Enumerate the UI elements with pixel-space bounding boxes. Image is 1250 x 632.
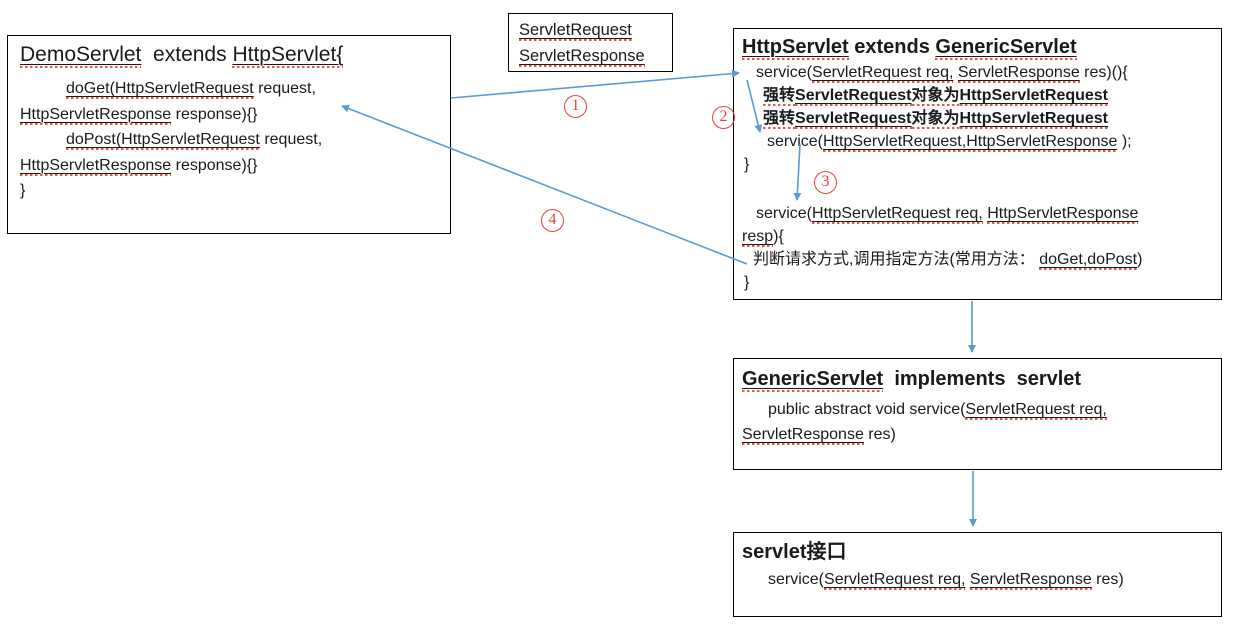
underlined-text: HttpServlet bbox=[742, 36, 849, 60]
text-line: resp){ bbox=[742, 225, 1213, 248]
underlined-text: HttpServletRequest req, bbox=[812, 205, 983, 224]
plain-text: service( bbox=[767, 133, 824, 150]
text-line: servlet接口 bbox=[742, 537, 1213, 567]
underlined-text: ServletRequest req, bbox=[824, 571, 966, 590]
text-line: service(HttpServletRequest,HttpServletRe… bbox=[742, 130, 1213, 153]
underlined-text: ServletResponse bbox=[957, 64, 1080, 83]
text-line: GenericServlet implements servlet bbox=[742, 365, 1213, 393]
text-line: DemoServlet extends HttpServlet{ bbox=[20, 40, 438, 70]
underlined-text: 强转 bbox=[763, 110, 796, 129]
text-line: public abstract void service(ServletRequ… bbox=[742, 397, 1213, 422]
text-line: HttpServlet extends GenericServlet bbox=[742, 33, 1213, 61]
plain-text: response){} bbox=[171, 105, 258, 123]
underlined-text: ServletRequest bbox=[519, 21, 632, 41]
text-line: 强转ServletRequest对象为HttpServletRequest bbox=[742, 84, 1213, 107]
underlined-text: ServletResponse bbox=[969, 571, 1092, 590]
underlined-text: DemoServlet bbox=[20, 43, 142, 68]
underlined-text: doGet(HttpServletRequest bbox=[66, 80, 254, 99]
text-line: } bbox=[742, 271, 1213, 294]
underlined-text: HttpServlet{ bbox=[232, 43, 344, 68]
plain-text: } bbox=[20, 182, 26, 199]
plain-text: extends bbox=[848, 36, 936, 58]
underlined-text: ServletRequest req, bbox=[965, 401, 1107, 420]
arrow-step1-demo-to-httpservlet bbox=[450, 69, 740, 99]
plain-text: implements servlet bbox=[883, 368, 1082, 390]
step-2-badge: 2 bbox=[712, 106, 735, 129]
underlined-text: HttpServletResponse bbox=[20, 156, 172, 176]
plain-text: request, bbox=[253, 80, 316, 97]
text-line: 强转ServletRequest对象为HttpServletRequest bbox=[742, 107, 1213, 130]
text-line: } bbox=[742, 153, 1213, 176]
text-line bbox=[742, 176, 1213, 202]
plain-text: service( bbox=[768, 571, 825, 588]
plain-text: 判断请求方式,调用指定方法(常用方法： bbox=[753, 251, 1035, 268]
plain-text: res)(){ bbox=[1079, 64, 1128, 81]
plain-text: ); bbox=[1117, 133, 1132, 150]
plain-text: public abstract void service( bbox=[768, 401, 966, 418]
underlined-text: 对象为 bbox=[911, 87, 960, 106]
genericservlet-class-box: GenericServlet implements servlet public … bbox=[733, 358, 1222, 470]
underlined-text: HttpServletRequest,HttpServletResponse bbox=[823, 133, 1118, 152]
plain-text: res) bbox=[1091, 571, 1124, 588]
plain-text: response){} bbox=[171, 156, 258, 174]
plain-text: } bbox=[744, 274, 750, 291]
step-1-badge: 1 bbox=[564, 95, 587, 118]
underlined-text: 对象为 bbox=[911, 110, 960, 129]
plain-text: ){ bbox=[773, 228, 784, 245]
plain-text: res) bbox=[863, 426, 896, 443]
text-line: ServletResponse bbox=[519, 43, 662, 69]
text-line: HttpServletResponse response){} bbox=[20, 153, 438, 179]
plain-text: servlet接口 bbox=[742, 541, 847, 563]
text-line: 判断请求方式,调用指定方法(常用方法： doGet,doPost) bbox=[742, 248, 1213, 271]
underlined-text: resp bbox=[742, 228, 774, 247]
underlined-text: 强转 bbox=[763, 87, 796, 106]
text-line: doPost(HttpServletRequest request, bbox=[20, 127, 438, 153]
underlined-text: HttpServletRequest bbox=[959, 87, 1109, 106]
underlined-text: ServletResponse bbox=[519, 47, 645, 67]
underlined-text: doPost(HttpServletRequest bbox=[66, 131, 260, 150]
text-line: service(HttpServletRequest req, HttpServ… bbox=[742, 202, 1213, 225]
text-line: service(ServletRequest req, ServletRespo… bbox=[742, 61, 1213, 84]
underlined-text: GenericServlet bbox=[935, 36, 1077, 60]
text-line: ServletResponse res) bbox=[742, 422, 1213, 447]
underlined-text: HttpServletRequest bbox=[959, 110, 1109, 129]
demoservlet-class-box: DemoServlet extends HttpServlet{ doGet(Ht… bbox=[7, 35, 451, 234]
plain-text: ) bbox=[1137, 251, 1143, 268]
plain-text: service( bbox=[756, 205, 813, 222]
text-line: HttpServletResponse response){} bbox=[20, 102, 438, 128]
step-4-badge: 4 bbox=[541, 209, 564, 232]
text-line: service(ServletRequest req, ServletRespo… bbox=[742, 567, 1213, 593]
underlined-text: ServletResponse bbox=[742, 426, 864, 445]
text-line: ServletRequest bbox=[519, 17, 662, 43]
underlined-text: ServletRequest req, bbox=[812, 64, 954, 83]
servlet-interface-box: servlet接口 service(ServletRequest req, Ser… bbox=[733, 532, 1222, 617]
step-3-badge: 3 bbox=[814, 171, 837, 194]
underlined-text: HttpServletResponse bbox=[20, 105, 172, 125]
text-line: } bbox=[20, 178, 438, 204]
plain-text: service( bbox=[756, 64, 813, 81]
underlined-text: ServletRequest bbox=[795, 110, 912, 129]
plain-text: } bbox=[744, 156, 750, 173]
underlined-text: GenericServlet bbox=[742, 368, 884, 392]
underlined-text: ServletRequest bbox=[795, 87, 912, 106]
text-line: doGet(HttpServletRequest request, bbox=[20, 76, 438, 102]
plain-text: request, bbox=[259, 131, 323, 148]
underlined-text: doGet,doPost bbox=[1039, 251, 1138, 270]
underlined-text: HttpServletResponse bbox=[987, 205, 1139, 224]
plain-text: extends bbox=[141, 43, 233, 66]
